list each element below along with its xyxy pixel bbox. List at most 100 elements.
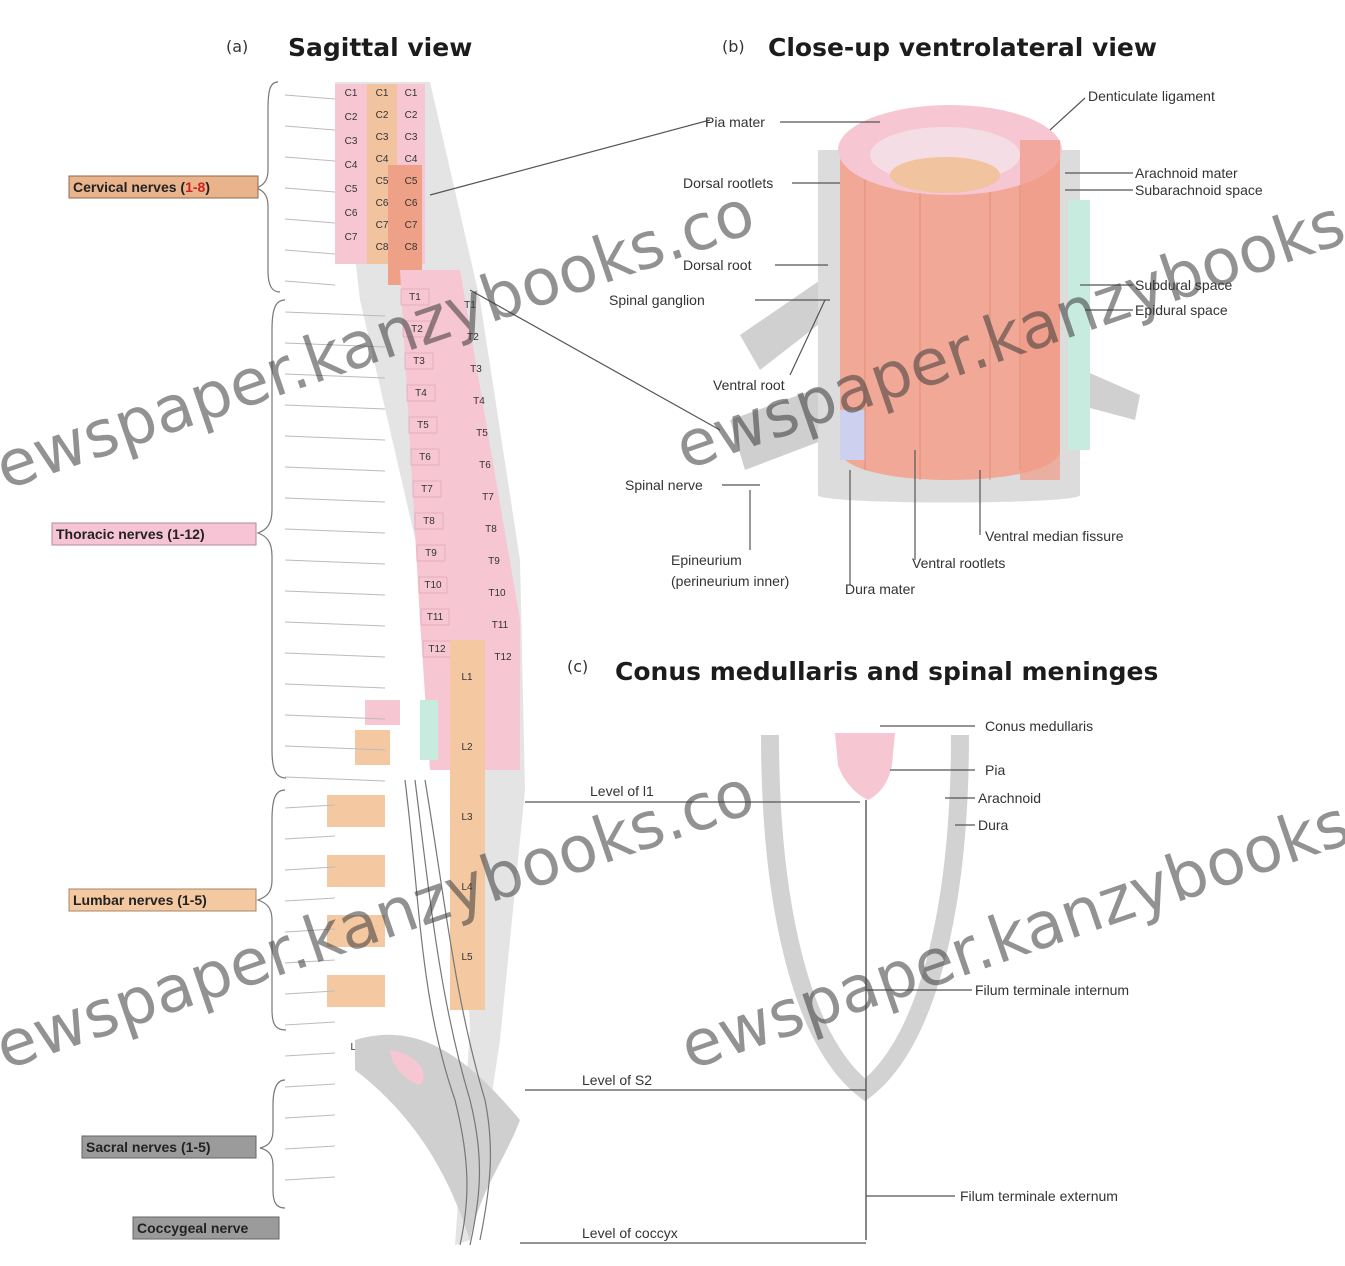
sacral-brace	[260, 1080, 285, 1208]
lumbar-vertebra	[355, 730, 390, 765]
cord-cross-section-white	[890, 157, 1000, 193]
cervical-vertebra-label: C1	[345, 88, 358, 99]
spinal-nerve-line	[285, 622, 385, 626]
lumbar-region: L1L1L2L2L3L3L4L4L5L5	[327, 640, 485, 1053]
label-arachnoid: Arachnoid	[978, 790, 1041, 806]
label-ventral-median-fissure: Ventral median fissure	[985, 528, 1124, 544]
label-conus-medullaris: Conus medullaris	[985, 718, 1093, 734]
coccygeal-nerve-label: Coccygeal nerve	[137, 1220, 248, 1236]
cervical-segment-label: C4	[405, 154, 418, 165]
spinal-nerve-line	[285, 467, 385, 471]
thoracic-segment-label: T8	[485, 524, 497, 535]
label-denticulate-ligament: Denticulate ligament	[1088, 88, 1215, 104]
thoracic-vertebra-label: T4	[415, 388, 427, 399]
cervical-vertebra-label: C7	[345, 232, 358, 243]
spinal-nerve-line	[285, 836, 335, 839]
panel-c-title: Conus medullaris and spinal meninges	[615, 657, 1158, 686]
cervical-segment-label: C7	[405, 220, 418, 231]
panel-c-letter: (c)	[567, 657, 588, 676]
cervical-vertebra-label: C6	[345, 208, 358, 219]
spinal-nerve-line	[285, 498, 385, 502]
cervical-vertebra-label: C3	[345, 136, 358, 147]
spinal-nerve-line	[285, 1084, 335, 1087]
panel-b-title: Close-up ventrolateral view	[768, 33, 1157, 62]
cervical-vertebra-label: C2	[345, 112, 358, 123]
lumbar-segment-label: L5	[461, 952, 473, 963]
thoracic-vertebra-label: T9	[425, 548, 437, 559]
label-filum-internum: Filum terminale internum	[975, 982, 1129, 998]
label-spinal-ganglion: Spinal ganglion	[609, 292, 705, 308]
spinal-nerve-line	[285, 157, 335, 161]
label-level-coccyx: Level of coccyx	[582, 1225, 678, 1241]
spinal-nerve-line	[285, 777, 385, 781]
spinal-nerve-line	[285, 1177, 335, 1180]
panel-b-letter: (b)	[722, 37, 745, 56]
thoracic-segment-label: T7	[482, 492, 494, 503]
thoracic-segment-label: T12	[494, 652, 512, 663]
lumbar-vertebra	[327, 975, 385, 1007]
cervical-segment-label: C2	[405, 110, 418, 121]
cervical-nerve-label: C5	[376, 176, 389, 187]
cervical-nerve-label: C3	[376, 132, 389, 143]
label-dura: Dura	[978, 817, 1009, 833]
cervical-nerves-label: Cervical nerves (1-8)	[73, 179, 210, 195]
label-filum-externum: Filum terminale externum	[960, 1188, 1118, 1204]
thoracic-segment-label: T6	[479, 460, 491, 471]
thoracic-nerves-label: Thoracic nerves (1-12)	[56, 526, 205, 542]
cervical-nerve-label: C4	[376, 154, 389, 165]
thoracic-segment-label: T11	[492, 620, 509, 631]
spinal-nerve-line	[285, 126, 335, 130]
spinal-nerve-line	[285, 405, 385, 409]
cervical-segment-label: C3	[405, 132, 418, 143]
lumbar-segment-label: L3	[461, 812, 473, 823]
lumbar-segment-label: L2	[461, 742, 473, 753]
sacral-nerves-label: Sacral nerves (1-5)	[86, 1139, 211, 1155]
spinal-nerve-line	[285, 1022, 335, 1025]
label-dura-mater: Dura mater	[845, 581, 915, 597]
lumbar-nerves-label: Lumbar nerves (1-5)	[73, 892, 207, 908]
spinal-nerve-line	[285, 250, 335, 254]
thoracic-vertebra-label: T8	[423, 516, 435, 527]
thoracic-vertebra-label: T5	[417, 420, 429, 431]
thoracic-segment-label: T3	[470, 364, 482, 375]
thoracic-segment-label: T4	[473, 396, 485, 407]
spinal-nerve-line	[285, 1115, 335, 1118]
cervical-vertebra-label: C4	[345, 160, 358, 171]
cervical-nerve-label: C6	[376, 198, 389, 209]
thoracic-vertebra	[365, 700, 400, 725]
spinal-nerve-line	[285, 653, 385, 657]
label-subarachnoid-space: Subarachnoid space	[1135, 182, 1263, 198]
cervical-segment-label: C6	[405, 198, 418, 209]
cervical-segment-label: C8	[405, 242, 418, 253]
label-level-s2: Level of S2	[582, 1072, 652, 1088]
cervical-segment-label: C1	[405, 88, 418, 99]
cervical-nerve-label: C1	[376, 88, 389, 99]
spinal-nerve-line	[285, 1053, 335, 1056]
label-pia: Pia	[985, 762, 1005, 778]
panel-a-letter: (a)	[226, 37, 248, 56]
spinal-nerve-line	[285, 436, 385, 440]
thoracic-vertebra-label: T11	[427, 612, 444, 623]
lumbar-vertebra	[327, 795, 385, 827]
spinal-nerve-line	[285, 188, 335, 192]
thoracic-segment-label: T5	[476, 428, 488, 439]
spinal-nerve-line	[285, 281, 335, 285]
spinal-nerve-line	[285, 529, 385, 533]
conus-medullaris-shape	[835, 733, 895, 800]
thoracic-vertebra-label: T12	[428, 644, 446, 655]
spinal-nerve-line	[285, 219, 335, 223]
spinal-nerve-line	[285, 591, 385, 595]
label-arachnoid-mater: Arachnoid mater	[1135, 165, 1238, 181]
label-perineurium: (perineurium inner)	[671, 573, 789, 589]
callout-line-top	[430, 120, 710, 195]
thoracic-vertebra-label: T10	[424, 580, 442, 591]
leader-denticulate-ligament	[1050, 98, 1085, 130]
spinal-nerve-line	[285, 95, 335, 99]
label-epineurium: Epineurium	[671, 552, 742, 568]
thoracic-segment-label: T10	[488, 588, 506, 599]
thoracic-segment-label: T9	[488, 556, 500, 567]
cervical-nerve-label: C2	[376, 110, 389, 121]
